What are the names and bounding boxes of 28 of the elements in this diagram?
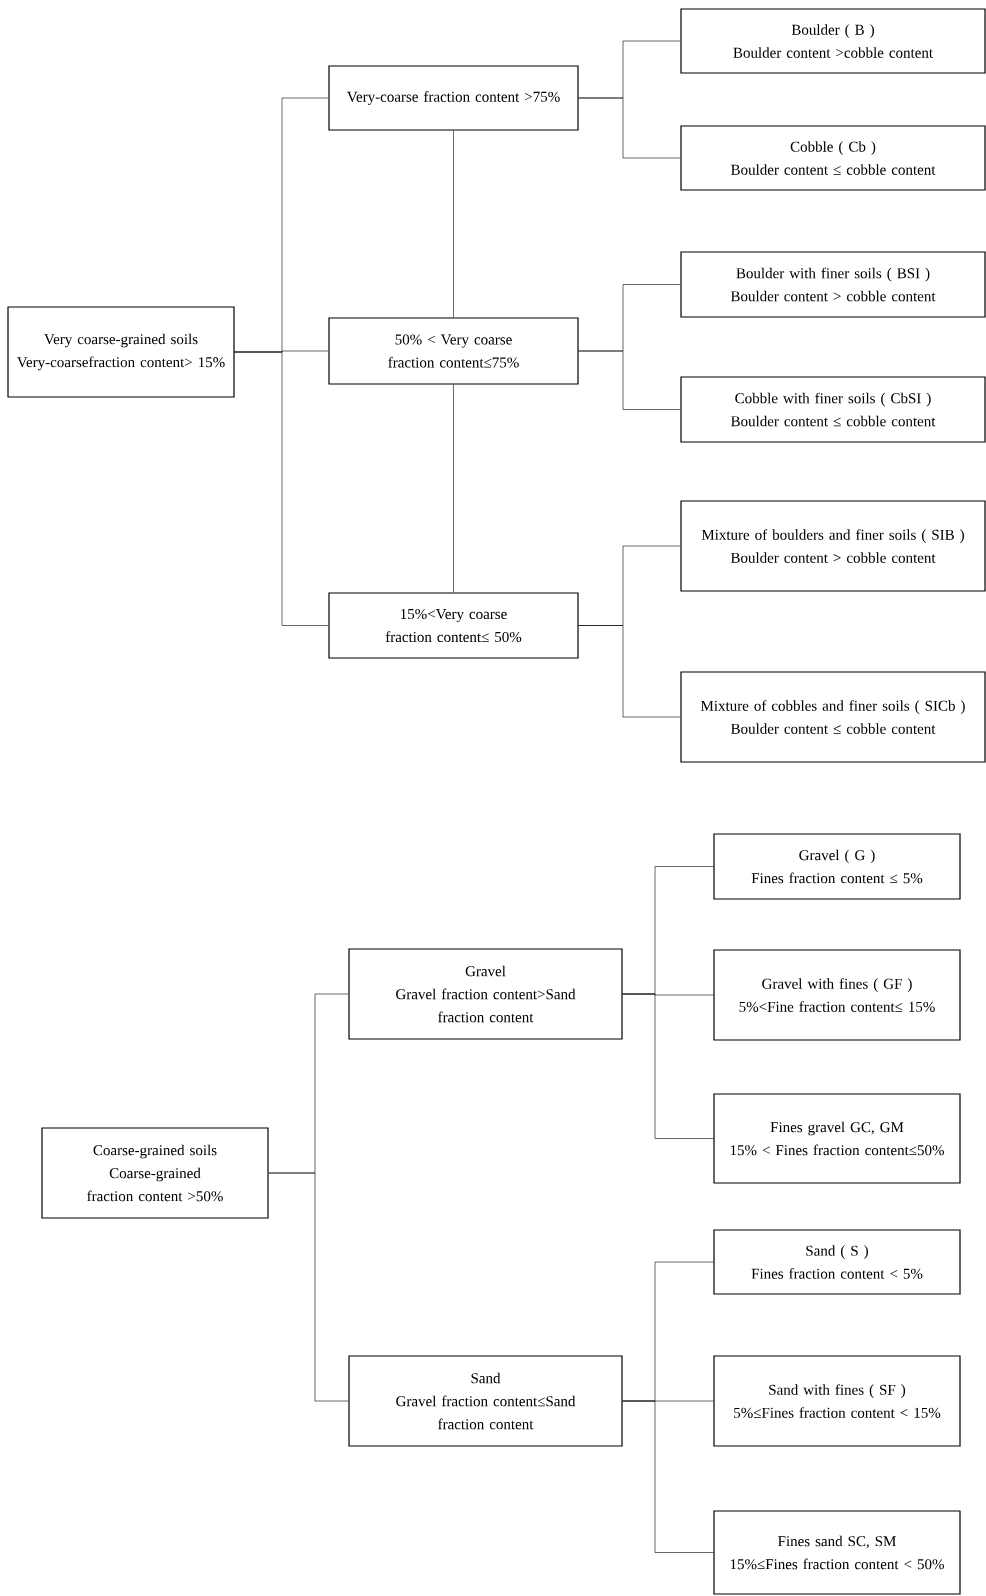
connector-line — [578, 625, 681, 718]
connector-line — [578, 350, 681, 410]
connector-line — [234, 351, 329, 626]
box: Sand ( S ) Fines fraction content < 5% — [713, 1229, 961, 1295]
box: Sand Gravel fraction content≤Sand fraction content — [348, 1355, 623, 1447]
box: Gravel ( G ) Fines fraction content ≤ 5% — [713, 833, 961, 900]
connector-line — [578, 97, 681, 159]
connector-line — [453, 130, 454, 318]
box: Coarse-grained soils Coarse-grained fraction content >50% — [41, 1127, 269, 1219]
box: Sand with fines ( SF ) 5%≤Fines fraction content < 15% — [713, 1355, 961, 1447]
box: Very coarse-grained soils Very-coarsefraction content> 15% — [7, 306, 235, 398]
connector-line — [268, 1172, 349, 1402]
box: 50% < Very coarse fraction content≤75% — [328, 317, 579, 385]
box: Boulder ( B ) Boulder content >cobble content — [680, 8, 986, 74]
connector-line — [622, 1400, 714, 1553]
box: 15%<Very coarse fraction content≤ 50% — [328, 592, 579, 659]
box: Cobble ( Cb ) Boulder content ≤ cobble content — [680, 125, 986, 191]
box: Fines sand SC, SM 15%≤Fines fraction content < 50% — [713, 1510, 961, 1595]
box: Very-coarse fraction content >75% — [328, 65, 579, 131]
connector-line — [622, 993, 714, 1139]
box: Boulder with finer soils ( BSI ) Boulder content > cobble content — [680, 251, 986, 318]
box: Fines gravel GC, GM 15% < Fines fraction content≤50% — [713, 1093, 961, 1184]
box: Cobble with finer soils ( CbSI ) Boulder content ≤ cobble content — [680, 376, 986, 443]
box: Mixture of cobbles and finer soils ( SICb ) Boulder content ≤ cobble content — [680, 671, 986, 763]
box: Gravel Gravel fraction content>Sand fraction content — [348, 948, 623, 1040]
connector-line — [453, 384, 454, 593]
box: Gravel with fines ( GF ) 5%<Fine fraction content≤ 15% — [713, 949, 961, 1041]
box: Mixture of boulders and finer soils ( SIB ) Boulder content > cobble content — [680, 500, 986, 592]
